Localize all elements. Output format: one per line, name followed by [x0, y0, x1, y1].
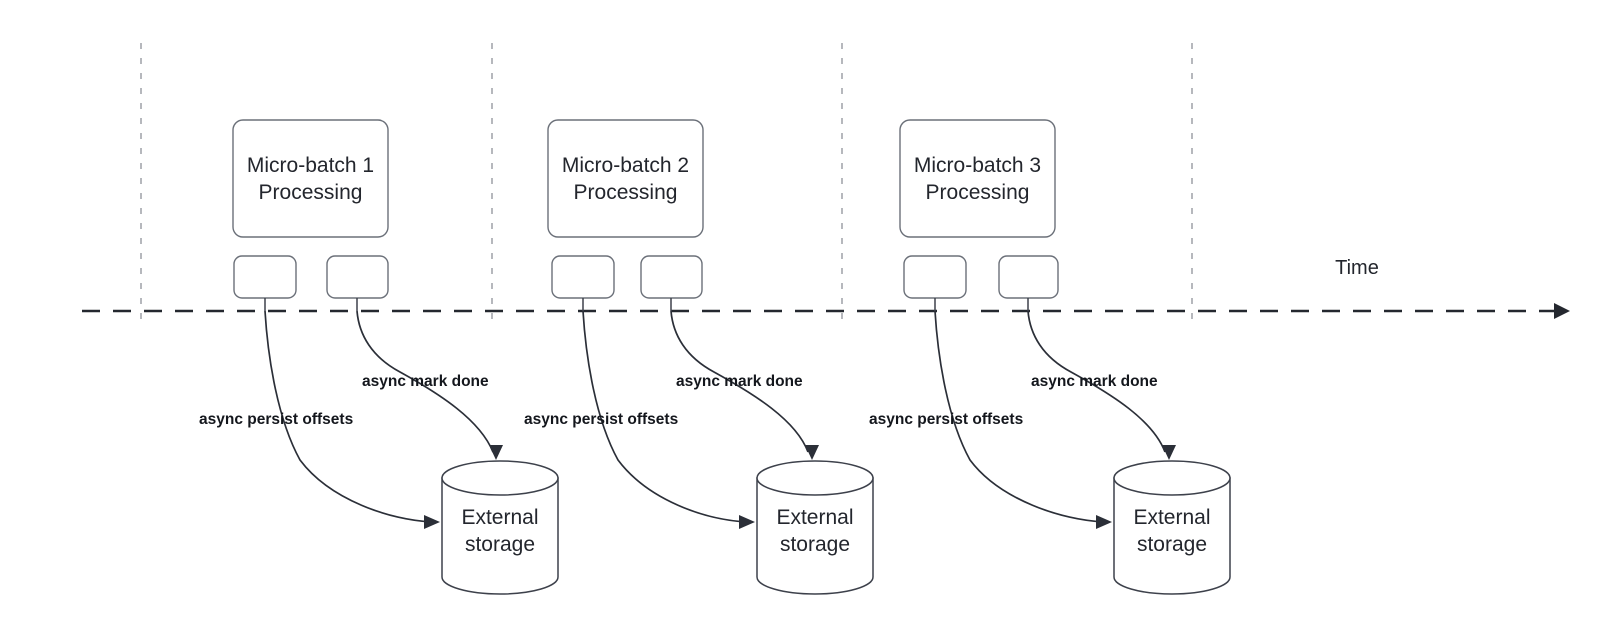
external-storage-cylinder-top [1113, 460, 1231, 496]
mark-done-task[interactable] [326, 255, 389, 299]
external-storage-cylinder-top [441, 460, 559, 496]
persist-offsets-task[interactable] [233, 255, 297, 299]
async-persist-offsets-edge-arrowhead [424, 515, 440, 529]
async-mark-done-edge [356, 310, 494, 453]
micro-batch-group-2: Micro-batch 2 Processing async persist off… [524, 119, 874, 595]
external-storage-label-line2: storage [780, 533, 850, 556]
async-persist-offsets-edge [934, 310, 1105, 523]
async-mark-done-edge-arrowhead [805, 445, 819, 460]
async-persist-offsets-edge [582, 310, 748, 523]
async-mark-done-edge [1027, 310, 1166, 453]
micro-batch-label-line2: Processing [259, 181, 363, 204]
micro-batch-label-line1: Micro-batch 3 [914, 154, 1041, 177]
async-mark-done-edge-label: async mark done [1031, 373, 1158, 390]
persist-offsets-task[interactable] [903, 255, 967, 299]
async-mark-done-edge-arrowhead [1162, 445, 1176, 460]
micro-batch-label-line2: Processing [926, 181, 1030, 204]
async-persist-offsets-edge [264, 310, 433, 523]
async-persist-offsets-edge-label: async persist offsets [869, 411, 1023, 428]
external-storage-label-line1: External [461, 506, 538, 529]
async-mark-done-edge-label: async mark done [362, 373, 489, 390]
async-persist-offsets-edge-arrowhead [1096, 515, 1112, 529]
micro-batch-label-line1: Micro-batch 1 [247, 154, 374, 177]
micro-batch-group-3: Micro-batch 3 Processing async persist off… [869, 119, 1231, 595]
mark-done-task[interactable] [640, 255, 703, 299]
micro-batch-box[interactable] [232, 119, 389, 238]
external-storage-cylinder-body[interactable] [1113, 477, 1231, 595]
async-persist-offsets-edge-label: async persist offsets [524, 411, 678, 428]
external-storage-cylinder-body[interactable] [441, 477, 559, 595]
micro-batch-box[interactable] [547, 119, 704, 238]
async-persist-offsets-edge-label: async persist offsets [199, 411, 353, 428]
time-axis-label: Time [1335, 257, 1379, 279]
async-persist-offsets-edge-arrowhead [739, 515, 755, 529]
external-storage-label-line1: External [776, 506, 853, 529]
async-mark-done-edge-arrowhead [489, 445, 503, 460]
mark-done-task[interactable] [998, 255, 1059, 299]
external-storage-label-line1: External [1133, 506, 1210, 529]
persist-offsets-task[interactable] [551, 255, 615, 299]
external-storage-label-line2: storage [1137, 533, 1207, 556]
async-mark-done-edge [670, 310, 809, 453]
external-storage-cylinder-body[interactable] [756, 477, 874, 595]
timeline-arrowhead [1554, 303, 1570, 319]
external-storage-label-line2: storage [465, 533, 535, 556]
external-storage-cylinder-top [756, 460, 874, 496]
micro-batch-box[interactable] [899, 119, 1056, 238]
micro-batch-label-line1: Micro-batch 2 [562, 154, 689, 177]
micro-batch-group-1: Micro-batch 1 Processing async persist off… [199, 119, 559, 595]
micro-batch-label-line2: Processing [574, 181, 678, 204]
async-mark-done-edge-label: async mark done [676, 373, 803, 390]
